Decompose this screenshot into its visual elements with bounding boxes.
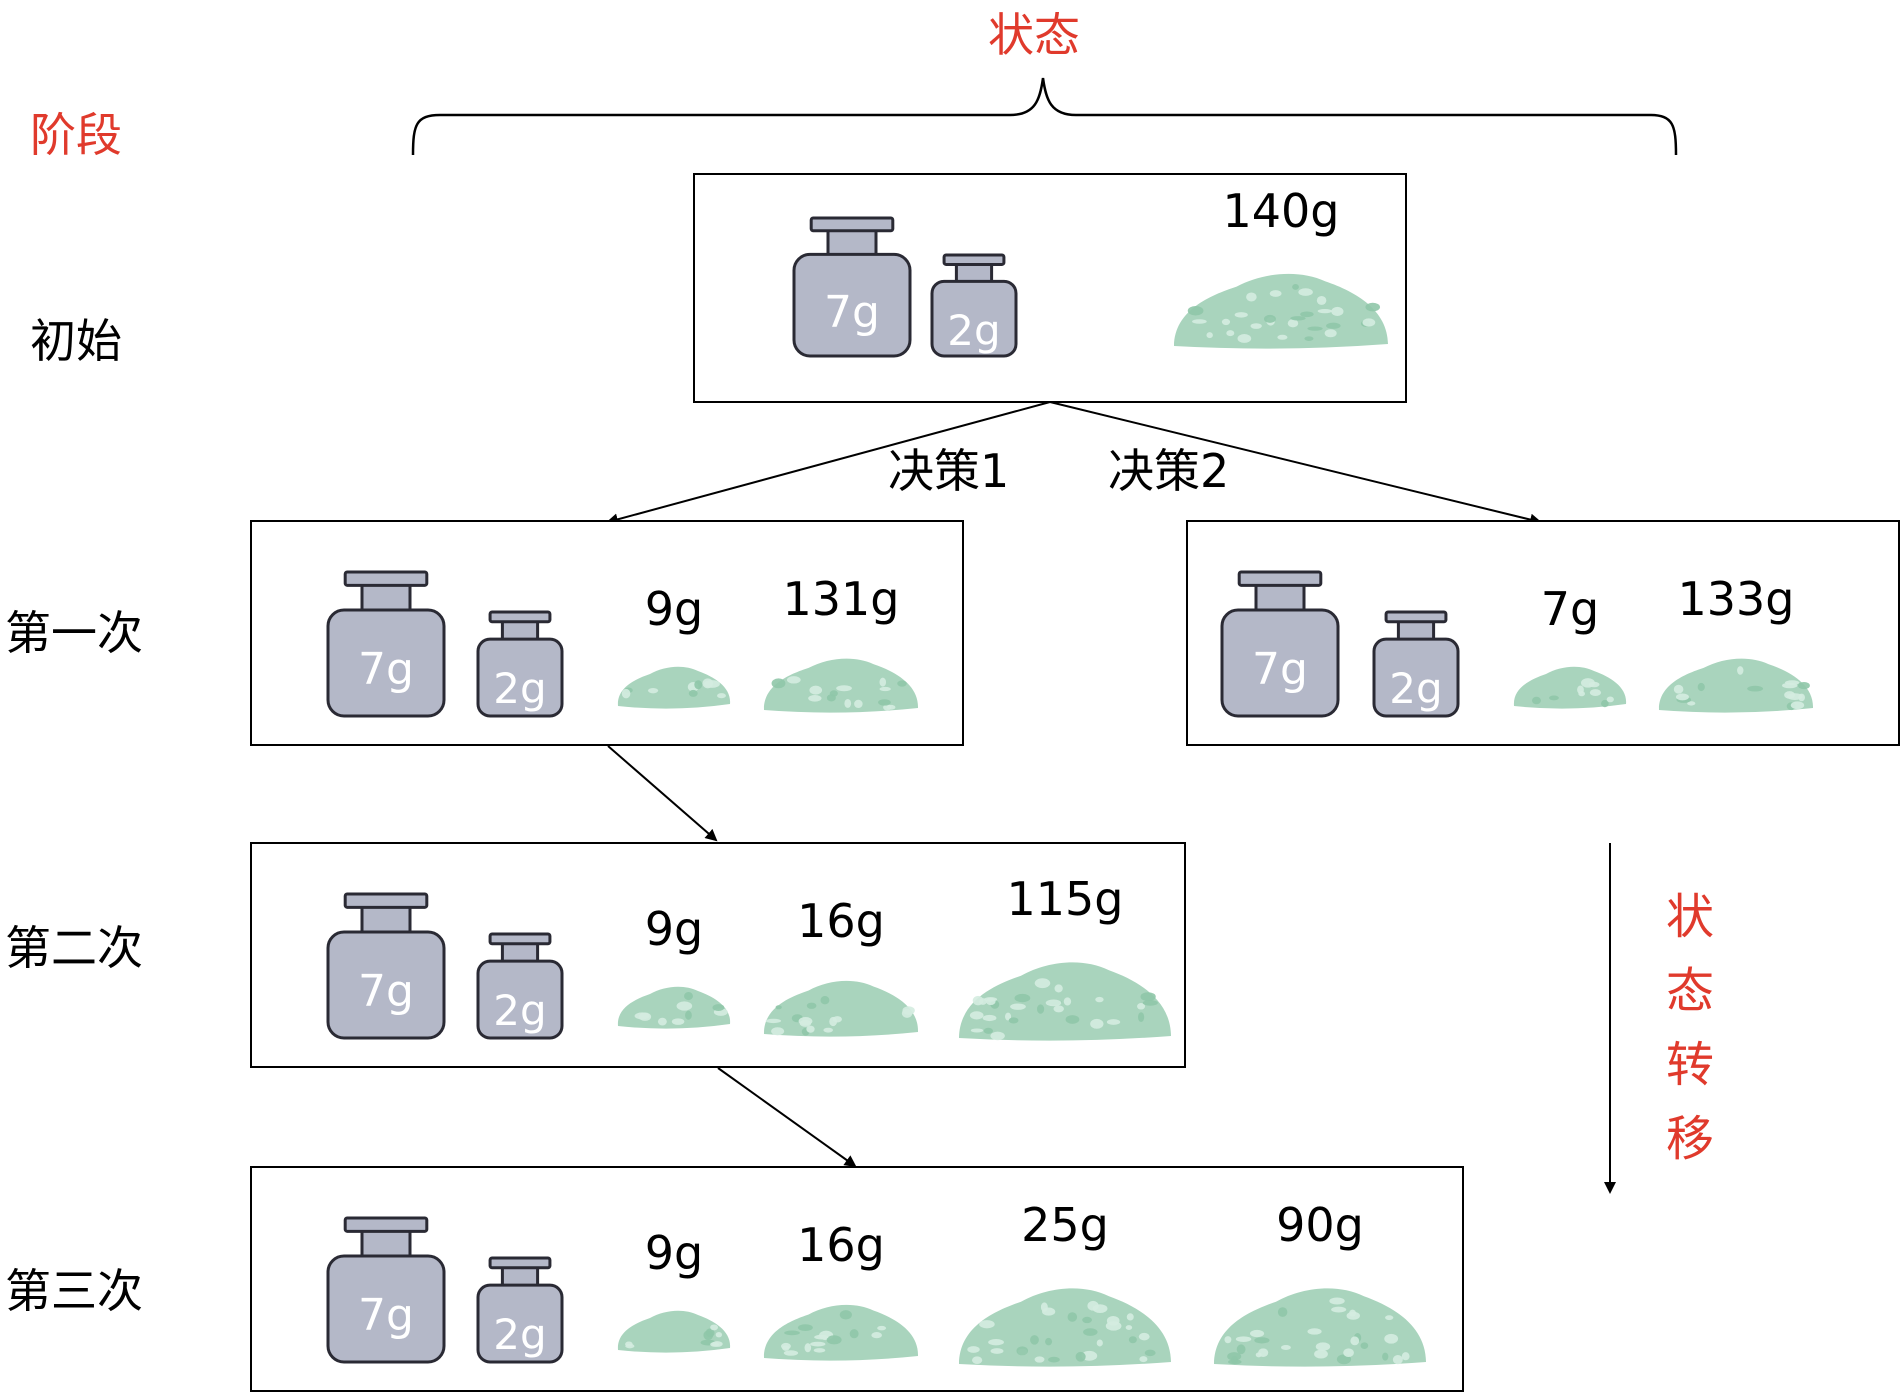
transition-arrow-2	[717, 1067, 857, 1168]
state-header: 状态	[988, 8, 1080, 62]
pile-weight-label: 131g	[782, 572, 900, 626]
stage-label-third: 第三次	[5, 1264, 143, 1318]
pile	[1510, 660, 1630, 710]
state-transition-char: 态	[1665, 963, 1714, 1019]
weight-2g: 2g	[476, 932, 564, 1040]
weight-label: 2g	[493, 1310, 547, 1359]
state-transition-char: 状	[1665, 889, 1714, 945]
weight-label: 7g	[358, 644, 414, 695]
stage-label-first: 第一次	[5, 606, 143, 660]
pile-weight-label: 25g	[1021, 1198, 1109, 1252]
weight-label: 2g	[1389, 664, 1443, 713]
transition-arrow-1	[607, 745, 718, 842]
state-transition-label: 状 态 转 移	[1660, 880, 1720, 1176]
weight-label: 2g	[947, 305, 1001, 355]
weight-7g: 7g	[326, 892, 446, 1040]
pile-weight-label: 9g	[644, 902, 704, 956]
weight-7g: 7g	[792, 216, 912, 358]
state-transition-char: 移	[1665, 1111, 1714, 1167]
decision-1-arrow	[606, 401, 1051, 526]
weight-label: 2g	[493, 664, 547, 713]
decision-2-arrow	[1049, 401, 1542, 526]
pile	[760, 1296, 922, 1362]
pile	[1170, 262, 1392, 350]
pile	[955, 1276, 1175, 1368]
pile	[955, 950, 1175, 1042]
pile-weight-label: 90g	[1276, 1198, 1364, 1252]
weight-7g: 7g	[326, 570, 446, 718]
weight-label: 7g	[358, 1290, 414, 1341]
pile-weight-label: 16g	[797, 894, 885, 948]
weight-7g: 7g	[1220, 570, 1340, 718]
pile-weight-label: 115g	[1006, 872, 1124, 926]
pile-weight-label: 133g	[1677, 572, 1795, 626]
weight-7g: 7g	[326, 1216, 446, 1364]
weight-2g: 2g	[1372, 610, 1460, 718]
pile-weight-label: 9g	[644, 582, 704, 636]
pile	[760, 972, 922, 1038]
pile	[1655, 650, 1817, 714]
state-transition-char: 转	[1665, 1037, 1714, 1093]
weight-label: 7g	[1252, 644, 1308, 695]
pile-weight-label: 140g	[1222, 184, 1340, 238]
pile-weight-label: 7g	[1540, 582, 1600, 636]
stage-label-initial: 初始	[30, 314, 122, 368]
weight-2g: 2g	[476, 610, 564, 718]
pile-weight-label: 16g	[797, 1218, 885, 1272]
weight-label: 7g	[358, 966, 414, 1017]
weight-2g: 2g	[476, 1256, 564, 1364]
weight-label: 7g	[824, 287, 880, 338]
decision-1-label: 决策1	[888, 444, 1010, 498]
weight-2g: 2g	[930, 253, 1018, 358]
pile	[760, 650, 922, 714]
weight-label: 2g	[493, 986, 547, 1035]
pile-weight-label: 9g	[644, 1226, 704, 1280]
pile	[1210, 1276, 1430, 1368]
state-brace	[411, 77, 1678, 156]
stage-header: 阶段	[30, 108, 122, 162]
decision-2-label: 决策2	[1108, 444, 1230, 498]
stage-label-second: 第二次	[5, 921, 143, 975]
pile	[614, 980, 734, 1030]
pile	[614, 660, 734, 710]
pile	[614, 1304, 734, 1354]
